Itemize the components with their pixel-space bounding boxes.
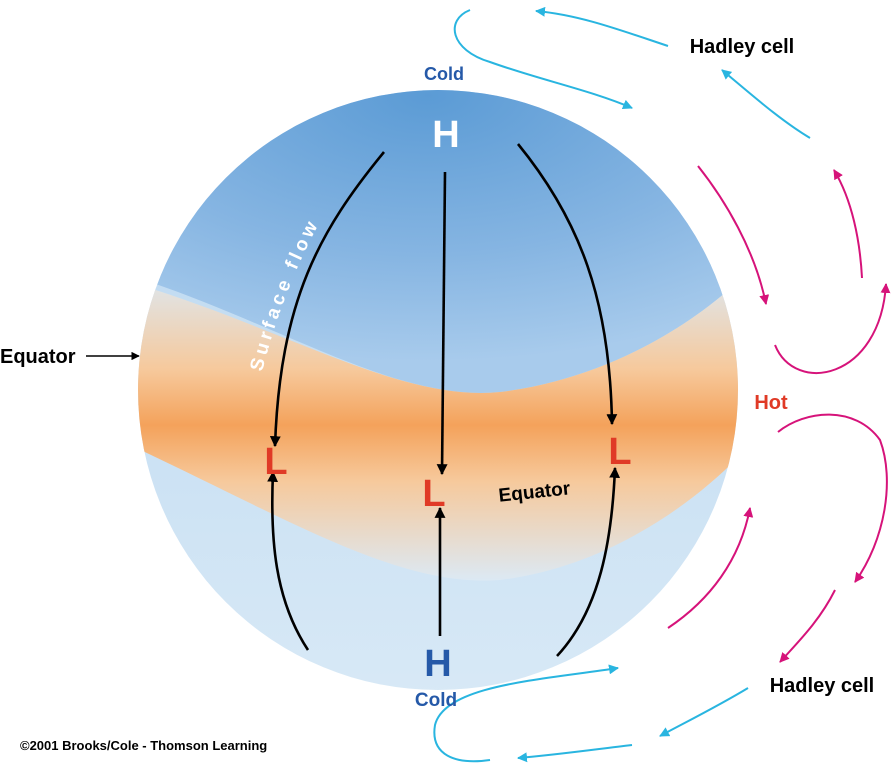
surface-arrow-sw [267,470,310,651]
hadley-cell-label-bottom: Hadley cell [770,675,875,697]
equator-outer-label: Equator [0,346,76,368]
hot-label: Hot [754,392,788,414]
warm-air-arrow-2 [774,283,891,374]
surface-arrow-n [436,171,448,476]
surface-arrow-ne [516,143,618,426]
copyright-text: ©2001 Brooks/Cole - Thomson Learning [20,738,267,753]
warm-air-arrow-5 [779,589,836,663]
cold-air-arrow-1 [453,9,633,110]
surface-arrow-se [556,466,621,657]
hadley-cell-upper [453,6,891,374]
high-pressure-bottom: H [424,643,451,685]
low-pressure-center: L [422,473,445,515]
cold-air-arrow-4 [659,687,749,737]
cold-air-arrow-2 [535,6,669,47]
warm-air-arrow-6 [667,507,754,629]
low-pressure-left: L [264,441,287,483]
cold-label-bottom: Cold [415,690,457,711]
warm-air-arrow-1 [697,165,770,305]
low-pressure-right: L [608,431,631,473]
surface-flow-arrows [267,143,621,657]
hadley-cell-lower [433,413,888,763]
hadley-cell-label-top: Hadley cell [690,36,795,58]
cold-label-top: Cold [424,64,464,84]
surface-arrow-nw [269,151,386,448]
high-pressure-top: H [432,114,459,156]
cold-air-arrow-3 [721,69,811,139]
warm-air-arrow-4 [777,413,888,583]
cold-air-arrow-6 [433,664,619,763]
warm-air-arrow-3 [833,169,863,279]
cold-air-arrow-5 [517,744,633,763]
